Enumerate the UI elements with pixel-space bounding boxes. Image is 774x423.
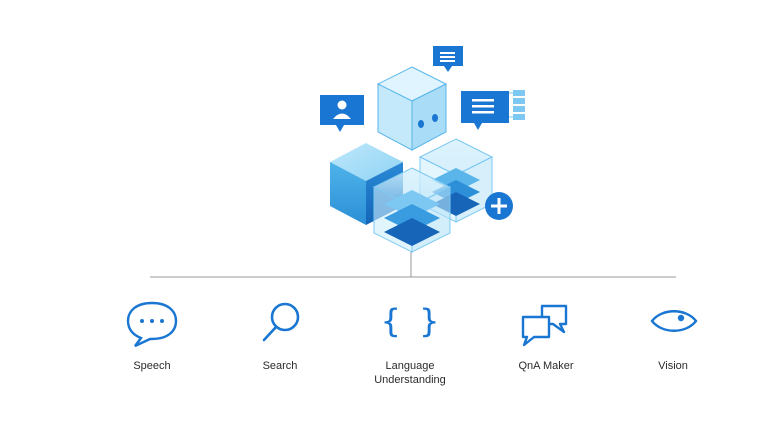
service-label-line1: Vision (658, 360, 688, 372)
service-label-vision: Vision (613, 359, 733, 373)
robot-eye-left (418, 120, 424, 128)
plus-circle-icon (485, 192, 513, 220)
service-label-line1: Speech (133, 360, 171, 372)
service-label-search: Search (220, 359, 340, 373)
service-label-line1: Language (385, 360, 435, 372)
service-label-language-understanding: Language Understanding (350, 359, 470, 387)
list-chat-bubble-icon (461, 90, 525, 130)
eye-icon (650, 310, 698, 332)
svg-text:{ }: { } (381, 302, 439, 340)
robot-cube (376, 66, 448, 151)
service-label-line1: QnA Maker (518, 360, 574, 372)
curly-braces-icon: { } (381, 302, 439, 340)
search-icon (262, 302, 300, 342)
message-chat-bubble-icon (433, 46, 463, 72)
service-label-line1: Search (262, 360, 298, 372)
bot-cube-cluster-illustration (320, 46, 525, 253)
service-label-qna-maker: QnA Maker (486, 359, 606, 373)
front-glass-cube (372, 167, 452, 253)
service-label-line2: Understanding (374, 374, 446, 386)
qna-bubbles-icon (521, 304, 568, 347)
person-chat-bubble-icon (320, 95, 364, 132)
robot-eye-right (432, 114, 438, 122)
speech-bubble-icon (126, 301, 178, 348)
service-label-speech: Speech (92, 359, 212, 373)
